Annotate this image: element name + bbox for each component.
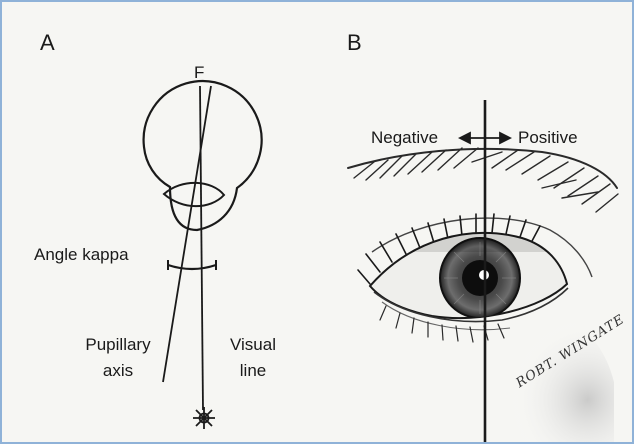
drawn-eye xyxy=(348,148,618,442)
panel-a-letter: A xyxy=(40,30,55,55)
angle-kappa-arc xyxy=(168,265,216,269)
pupillary-axis-line-2: axis xyxy=(68,361,168,381)
visual-line-line-1: Visual xyxy=(218,335,288,355)
eyeball-outline xyxy=(144,81,262,230)
pupillary-axis xyxy=(163,86,211,382)
pupillary-axis-line-1: Pupillary xyxy=(68,335,168,355)
eyebrow xyxy=(348,148,618,212)
fixation-light-icon xyxy=(193,407,215,429)
visual-line-line-2: line xyxy=(218,361,288,381)
positive-label: Positive xyxy=(518,128,578,148)
fovea-label: F xyxy=(194,63,204,83)
pupillary-axis-label: Pupillary axis xyxy=(68,335,168,380)
visual-line-label: Visual line xyxy=(218,335,288,380)
panel-b-letter: B xyxy=(347,30,362,55)
negative-label: Negative xyxy=(371,128,438,148)
angle-kappa-label: Angle kappa xyxy=(34,245,129,265)
